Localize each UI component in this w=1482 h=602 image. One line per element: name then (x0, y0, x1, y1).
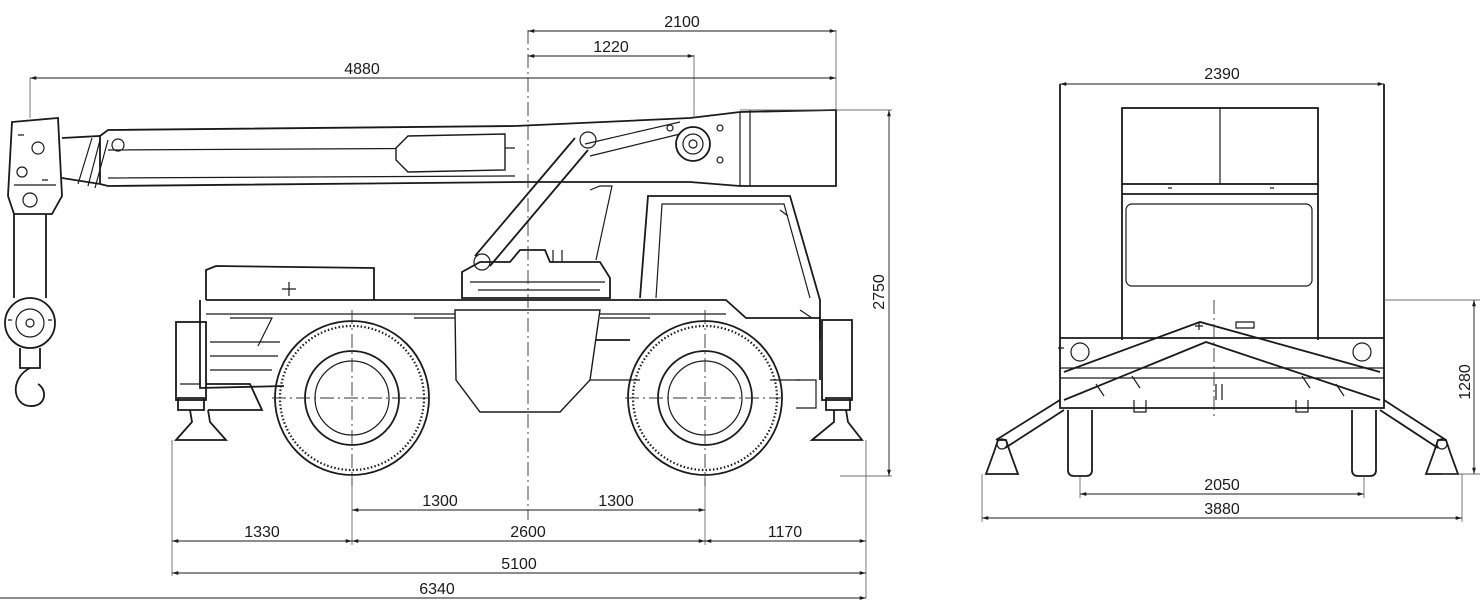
front-outrigger-beams (995, 321, 1447, 449)
rear-axle-centreline (272, 310, 432, 486)
slewing-platform (461, 249, 611, 299)
rear-outrigger (173, 321, 229, 441)
dim-boom-reach: 4880 (344, 61, 380, 78)
front-boom-end (1121, 107, 1319, 185)
front-cab (1121, 184, 1319, 340)
dim-height: 2750 (871, 274, 888, 310)
side-dimensions (0, 29, 891, 600)
telescopic-boom (61, 109, 837, 189)
front-dimensions (982, 82, 1476, 520)
dim-front-overhang: 1330 (244, 524, 280, 541)
front-outrigger (796, 319, 864, 441)
operator-cab (589, 185, 821, 340)
dim-outrigger-span: 3880 (1204, 501, 1240, 518)
dim-outrigger-length: 6340 (419, 581, 455, 598)
front-outrigger-pads (984, 438, 1460, 475)
front-view: 2390 1280 2050 3880 (981, 66, 1480, 522)
hook-block (4, 117, 63, 407)
luffing-cylinder (473, 121, 681, 271)
dim-length: 5100 (501, 556, 537, 573)
dim-rear-overhang: 1170 (768, 524, 803, 541)
dim-front-half-wheelbase: 1300 (422, 493, 458, 510)
dim-pivot-offset: 1220 (593, 39, 629, 56)
dim-width: 2390 (1204, 66, 1240, 83)
dim-outrigger-height: 1280 (1457, 364, 1474, 400)
front-wheels (1067, 400, 1377, 477)
dim-track: 2050 (1204, 477, 1240, 494)
dim-rear-half-wheelbase: 1300 (598, 493, 634, 510)
chassis (199, 265, 821, 413)
front-body (1058, 84, 1385, 409)
dim-wheelbase: 2600 (510, 524, 546, 541)
front-axle-centreline (625, 310, 785, 486)
side-view: 4880 2100 1220 2750 1300 1300 1330 2600 … (0, 14, 892, 600)
dim-rear-to-pivot: 2100 (664, 14, 700, 31)
